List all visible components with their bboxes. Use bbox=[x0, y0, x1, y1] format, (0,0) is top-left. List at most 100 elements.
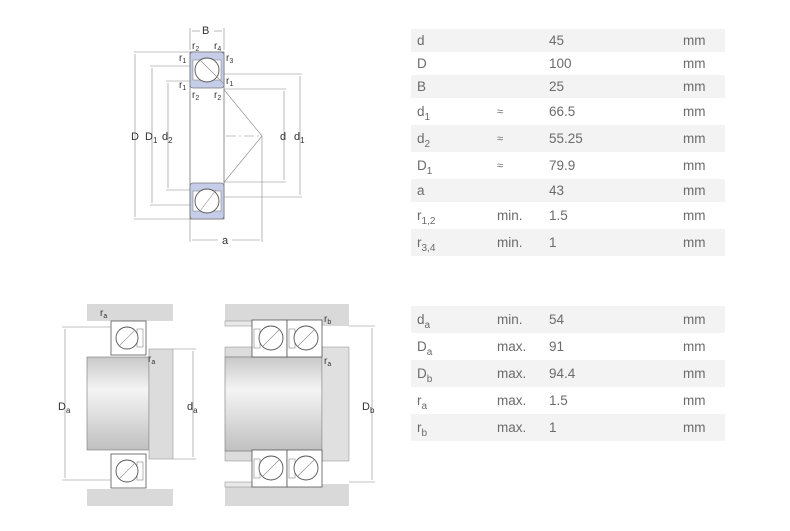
label-d2: d2 bbox=[162, 131, 173, 145]
value: 66.5 bbox=[549, 104, 576, 119]
top-ball-section bbox=[189, 51, 225, 89]
qualifier: ≈ bbox=[497, 105, 504, 118]
unit: mm bbox=[683, 420, 706, 435]
qualifier bbox=[491, 75, 543, 98]
qualifier: min. bbox=[497, 235, 523, 250]
value: 79.9 bbox=[549, 158, 576, 173]
table-row: D 100 mm bbox=[411, 52, 725, 75]
qualifier bbox=[491, 29, 543, 52]
label-r4: r4 bbox=[214, 41, 221, 53]
table-row: d 45 mm bbox=[411, 29, 725, 52]
shaft-shoulder bbox=[148, 348, 174, 460]
unit: mm bbox=[683, 183, 706, 198]
unit: mm bbox=[683, 131, 706, 146]
qualifier: min. bbox=[497, 312, 523, 327]
table-row: da min. 54 mm bbox=[411, 306, 725, 333]
value: 1 bbox=[549, 235, 557, 250]
housing-bottom bbox=[225, 484, 349, 506]
unit: mm bbox=[683, 366, 706, 381]
bearing-dimensions-table: d 45 mm D 100 mm B 25 mm d1 ≈ 66.5 mm d2… bbox=[411, 29, 725, 256]
paired-bearing-abutment-diagram: Db rb ra bbox=[224, 304, 375, 506]
table-row: r3,4 min. 1 mm bbox=[411, 229, 725, 256]
unit: mm bbox=[683, 312, 706, 327]
symbol: r3,4 bbox=[417, 235, 436, 254]
label-Da: Da bbox=[58, 401, 71, 415]
symbol: d bbox=[417, 33, 425, 48]
label-D1: D1 bbox=[145, 131, 158, 145]
qualifier: max. bbox=[497, 339, 527, 354]
label-r2-bottom-right: r2 bbox=[214, 90, 221, 102]
label-r1-right: r1 bbox=[226, 76, 233, 88]
label-r2-bottom-left: r2 bbox=[192, 90, 199, 102]
symbol: r1,2 bbox=[417, 208, 436, 227]
symbol: d1 bbox=[417, 104, 431, 123]
symbol: ra bbox=[417, 393, 428, 412]
qualifier bbox=[491, 179, 543, 202]
unit: mm bbox=[683, 208, 706, 223]
symbol: D1 bbox=[417, 158, 433, 177]
label-B: B bbox=[202, 25, 209, 37]
housing-top bbox=[87, 304, 173, 321]
single-bearing-abutment-diagram: Da da ra ra bbox=[58, 304, 198, 506]
qualifier: max. bbox=[497, 393, 527, 408]
value: 94.4 bbox=[549, 366, 576, 381]
qualifier: ≈ bbox=[497, 132, 504, 145]
label-r1-top: r1 bbox=[179, 53, 186, 65]
table-row: r1,2 min. 1.5 mm bbox=[411, 202, 725, 229]
value: 100 bbox=[549, 56, 572, 71]
value: 1.5 bbox=[549, 393, 568, 408]
symbol: d2 bbox=[417, 131, 431, 150]
symbol: B bbox=[417, 79, 427, 94]
qualifier: max. bbox=[497, 420, 527, 435]
abutment-dimensions-table: da min. 54 mm Da max. 91 mm Db max. 94.4… bbox=[411, 306, 725, 441]
unit: mm bbox=[683, 104, 706, 119]
table-row: Da max. 91 mm bbox=[411, 333, 725, 360]
dimension-lines bbox=[134, 28, 302, 242]
shaft bbox=[86, 356, 150, 451]
table-row: d2 ≈ 55.25 mm bbox=[411, 125, 725, 152]
qualifier bbox=[491, 52, 543, 75]
value: 91 bbox=[549, 339, 565, 354]
label-ra-top: ra bbox=[100, 308, 107, 320]
symbol: Da bbox=[417, 339, 433, 358]
label-r1-mid: r1 bbox=[179, 80, 186, 92]
qualifier: max. bbox=[497, 366, 527, 381]
label-d1: d1 bbox=[294, 131, 305, 145]
shaft bbox=[224, 356, 323, 452]
unit: mm bbox=[683, 235, 706, 250]
label-r3: r3 bbox=[226, 53, 233, 65]
bearing-cross-section-diagram: B D D1 d2 d d1 a r2 r4 r1 r3 r1 r1 r2 r2 bbox=[131, 25, 305, 247]
table-row: B 25 mm bbox=[411, 75, 725, 98]
table-row: ra max. 1.5 mm bbox=[411, 387, 725, 414]
unit: mm bbox=[683, 56, 706, 71]
table-row: a 43 mm bbox=[411, 179, 725, 202]
housing-bottom bbox=[87, 489, 173, 506]
unit: mm bbox=[683, 33, 706, 48]
table-row: D1 ≈ 79.9 mm bbox=[411, 152, 725, 179]
label-da: da bbox=[187, 401, 198, 415]
label-rb: rb bbox=[324, 314, 331, 326]
qualifier: ≈ bbox=[497, 159, 504, 172]
label-a: a bbox=[222, 235, 229, 247]
value: 45 bbox=[549, 33, 565, 48]
value: 1 bbox=[549, 420, 557, 435]
symbol: Db bbox=[417, 366, 433, 385]
value: 1.5 bbox=[549, 208, 568, 223]
unit: mm bbox=[683, 393, 706, 408]
label-D: D bbox=[131, 131, 139, 143]
label-ra-shoulder: ra bbox=[148, 354, 155, 366]
value: 25 bbox=[549, 79, 565, 94]
label-Db: Db bbox=[362, 401, 375, 415]
symbol: a bbox=[417, 183, 425, 198]
symbol: da bbox=[417, 312, 431, 331]
value: 43 bbox=[549, 183, 565, 198]
table-row: d1 ≈ 66.5 mm bbox=[411, 98, 725, 125]
value: 54 bbox=[549, 312, 565, 327]
unit: mm bbox=[683, 339, 706, 354]
unit: mm bbox=[683, 158, 706, 173]
unit: mm bbox=[683, 79, 706, 94]
bottom-ball-section bbox=[189, 182, 225, 220]
label-r2-top: r2 bbox=[192, 41, 199, 53]
label-d: d bbox=[280, 131, 286, 143]
value: 55.25 bbox=[549, 131, 583, 146]
